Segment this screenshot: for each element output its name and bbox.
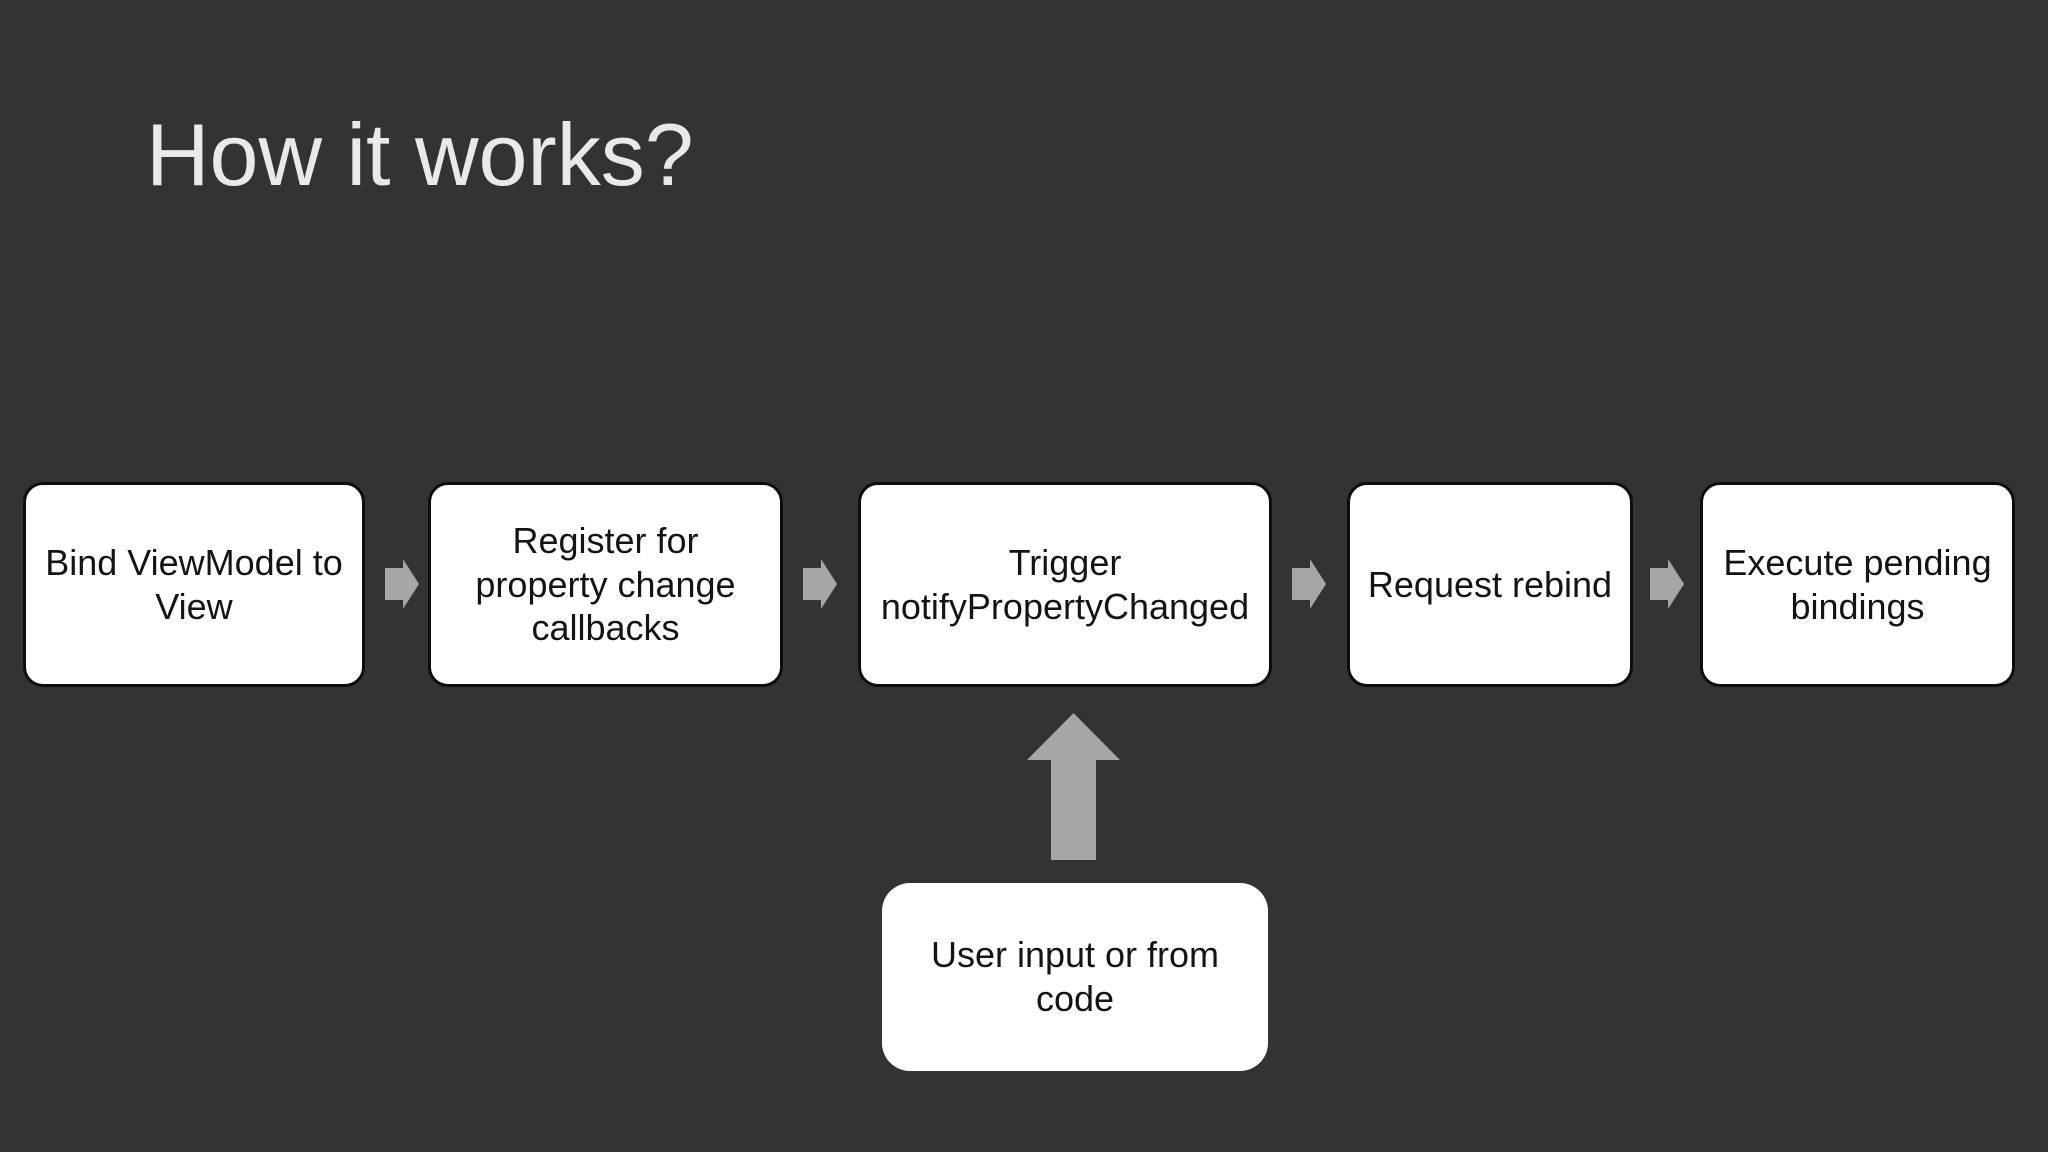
flow-source-user-input: User input or from code (882, 883, 1268, 1071)
flow-step-label: Bind ViewModel to View (45, 541, 343, 627)
arrow-right-icon (385, 559, 419, 609)
flow-step-register-callbacks: Register for property change callbacks (428, 482, 783, 687)
flow-step-label: Register for property change callbacks (475, 519, 736, 649)
flow-step-label: Request rebind (1367, 563, 1613, 605)
flow-step-trigger-notify: Trigger notifyPropertyChanged (858, 482, 1272, 687)
arrow-right-icon (1650, 559, 1684, 609)
flow-step-bind-viewmodel: Bind ViewModel to View (23, 482, 365, 687)
flow-step-request-rebind: Request rebind (1347, 482, 1633, 687)
flow-source-label: User input or from code (930, 934, 1220, 1019)
arrow-right-icon (1292, 559, 1326, 609)
flow-step-label: Execute pending bindings (1723, 541, 1992, 627)
flow-step-label: Trigger notifyPropertyChanged (880, 541, 1250, 627)
arrow-up-icon (1027, 713, 1120, 860)
arrow-right-icon (803, 559, 837, 609)
flow-step-execute-bindings: Execute pending bindings (1700, 482, 2015, 687)
slide-title: How it works? (146, 105, 694, 204)
